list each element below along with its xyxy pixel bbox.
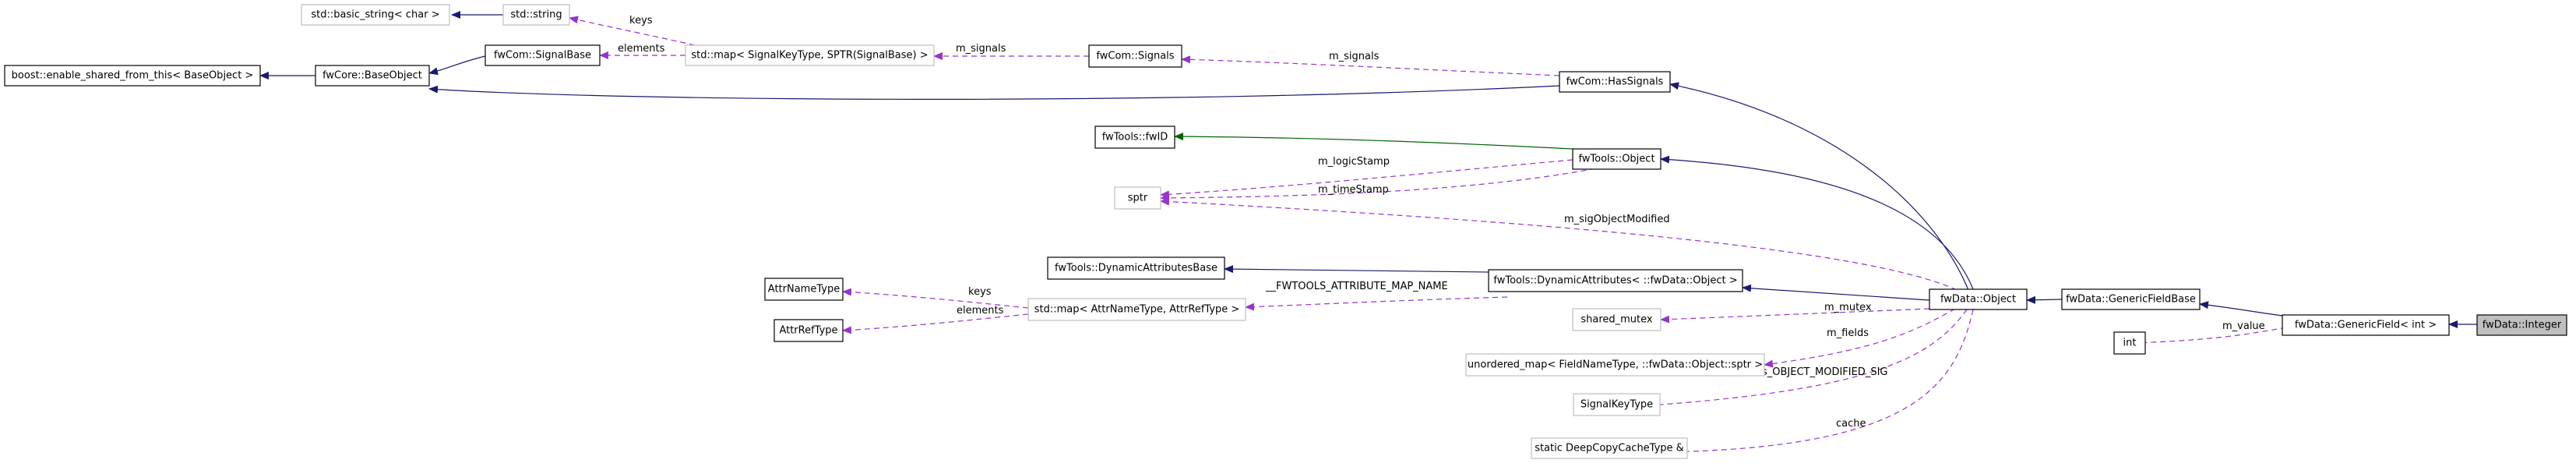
svg-text:boost::enable_shared_from_this: boost::enable_shared_from_this< BaseObje… <box>12 70 254 82</box>
label-keys-attr: keys <box>968 286 992 298</box>
edge-genericfieldbase-to-data-object <box>2026 295 2063 304</box>
edge-attrnametype-keys <box>842 288 1029 309</box>
svg-text:fwData::GenericFieldBase: fwData::GenericFieldBase <box>2066 294 2196 306</box>
node-attrnametype[interactable]: AttrNameType <box>764 278 844 301</box>
node-deepcopy-cache[interactable]: static DeepCopyCacheType & <box>1531 437 1688 459</box>
svg-text:SignalKeyType: SignalKeyType <box>1580 399 1653 411</box>
node-fwcom-signalbase[interactable]: fwCom::SignalBase <box>485 44 601 66</box>
svg-text:fwCom::SignalBase: fwCom::SignalBase <box>494 50 591 62</box>
node-fwdata-genericfield[interactable]: fwData::GenericField< int > <box>2282 314 2450 336</box>
node-fwtools-object[interactable]: fwTools::Object <box>1572 148 1662 170</box>
edge-data-object-to-hassignals <box>1669 82 1969 291</box>
node-attrreftype[interactable]: AttrRefType <box>774 319 844 342</box>
edge-genericfield-to-genericfieldbase <box>2199 301 2283 317</box>
label-m-timestamp: m_timeStamp <box>1318 184 1389 196</box>
edge-attrreftype-elements <box>842 313 1029 334</box>
svg-text:sptr: sptr <box>1128 193 1148 204</box>
svg-text:static DeepCopyCacheType &: static DeepCopyCacheType & <box>1535 443 1684 455</box>
svg-text:fwData::Integer: fwData::Integer <box>2483 320 2562 331</box>
svg-text:shared_mutex: shared_mutex <box>1580 314 1653 326</box>
edge-data-object-to-tools-object <box>1660 155 1974 290</box>
svg-text:fwTools::fwID: fwTools::fwID <box>1102 132 1168 143</box>
node-fwdata-object[interactable]: fwData::Object <box>1929 288 2028 310</box>
edge-hassignals-to-baseobject <box>428 85 1560 100</box>
label-fwtools-attribute-map: __FWTOOLS_ATTRIBUTE_MAP_NAME <box>1265 281 1448 292</box>
label-elements-attr: elements <box>957 305 1004 317</box>
node-signalkeytype[interactable]: SignalKeyType <box>1573 393 1661 416</box>
node-fwcom-hassignals[interactable]: fwCom::HasSignals <box>1559 71 1671 93</box>
node-fwcore-baseobject[interactable]: fwCore::BaseObject <box>315 65 430 87</box>
edge-data-object-to-dynattr <box>1742 284 1930 301</box>
edge-sptr-m-timestamp <box>1160 166 1605 202</box>
label-m-signals-map: m_signals <box>956 43 1006 55</box>
label-m-fields: m_fields <box>1827 327 1869 339</box>
label-elements-signal: elements <box>618 43 665 55</box>
edge-signalbase-to-baseobject <box>428 55 486 76</box>
svg-text:std::map< AttrNameType, AttrRe: std::map< AttrNameType, AttrRefType > <box>1034 304 1240 316</box>
svg-text:unordered_map< FieldNameType,: unordered_map< FieldNameType, ::fwData::… <box>1468 359 1763 371</box>
svg-text:fwData::Object: fwData::Object <box>1940 294 2016 306</box>
edge-attr-map-fwtools <box>1245 296 1508 311</box>
svg-text:std::basic_string< char >: std::basic_string< char > <box>311 9 439 21</box>
node-std-map-attr[interactable]: std::map< AttrNameType, AttrRefType > <box>1027 298 1246 321</box>
node-std-basic-string[interactable]: std::basic_string< char > <box>301 4 450 26</box>
svg-text:fwCom::HasSignals: fwCom::HasSignals <box>1566 76 1664 88</box>
edge-tools-object-to-fwid <box>1174 133 1573 150</box>
svg-text:std::string: std::string <box>510 9 562 21</box>
edge-string-keys <box>569 16 696 46</box>
label-m-logicstamp: m_logicStamp <box>1318 156 1390 168</box>
label-m-value: m_value <box>2222 320 2265 332</box>
svg-text:fwTools::Object: fwTools::Object <box>1578 154 1654 165</box>
node-unordered-map[interactable]: unordered_map< FieldNameType, ::fwData::… <box>1465 353 1765 377</box>
label-m-mutex: m_mutex <box>1824 302 1872 313</box>
edge-deepcopy-cache <box>1660 309 1974 456</box>
node-fwcom-signals[interactable]: fwCom::Signals <box>1088 44 1182 68</box>
edge-shared-mutex-m-mutex <box>1660 308 1930 324</box>
node-int[interactable]: int <box>2113 331 2146 355</box>
node-fwdata-genericfieldbase[interactable]: fwData::GenericFieldBase <box>2061 288 2201 310</box>
label-keys-string: keys <box>629 15 653 27</box>
node-std-string[interactable]: std::string <box>502 4 570 26</box>
svg-text:AttrNameType: AttrNameType <box>768 284 840 295</box>
svg-text:fwTools::DynamicAttributes< ::: fwTools::DynamicAttributes< ::fwData::Ob… <box>1493 275 1737 287</box>
node-fwtools-dynattr[interactable]: fwTools::DynamicAttributes< ::fwData::Ob… <box>1488 269 1743 292</box>
node-fwtools-dynattr-base[interactable]: fwTools::DynamicAttributesBase <box>1047 256 1225 280</box>
svg-text:std::map< SignalKeyType, SPTR(: std::map< SignalKeyType, SPTR(SignalBase… <box>691 50 928 62</box>
edge-signals-m-signals <box>1181 55 1560 76</box>
edge-unordered-map-m-fields <box>1764 308 1956 368</box>
label-m-signals-hassignals: m_signals <box>1329 51 1380 62</box>
svg-text:fwTools::DynamicAttributesBase: fwTools::DynamicAttributesBase <box>1055 263 1218 274</box>
edge-int-m-value <box>2134 327 2287 347</box>
node-std-map-signal[interactable]: std::map< SignalKeyType, SPTR(SignalBase… <box>685 44 935 66</box>
svg-text:fwCom::Signals: fwCom::Signals <box>1096 51 1174 62</box>
label-m-sigobjectmodified: m_sigObjectModified <box>1564 214 1670 225</box>
edge-dynattr-to-dynattr-base <box>1224 265 1489 274</box>
edge-sptr-m-logicstamp <box>1160 159 1573 199</box>
node-shared-mutex[interactable]: shared_mutex <box>1572 308 1662 331</box>
svg-text:int: int <box>2123 338 2137 349</box>
node-boost-enable-shared[interactable]: boost::enable_shared_from_this< BaseObje… <box>4 65 261 87</box>
node-sptr[interactable]: sptr <box>1114 186 1161 210</box>
node-fwtools-fwid[interactable]: fwTools::fwID <box>1094 126 1175 149</box>
svg-text:AttrRefType: AttrRefType <box>779 325 837 337</box>
svg-text:fwCore::BaseObject: fwCore::BaseObject <box>322 70 422 82</box>
label-cache: cache <box>1836 418 1866 430</box>
label-s-object-modified-sig: s_OBJECT_MODIFIED_SIG <box>1762 366 1887 378</box>
node-fwdata-integer[interactable]: fwData::Integer <box>2476 314 2567 336</box>
svg-text:fwData::GenericField< int >: fwData::GenericField< int > <box>2295 320 2437 331</box>
